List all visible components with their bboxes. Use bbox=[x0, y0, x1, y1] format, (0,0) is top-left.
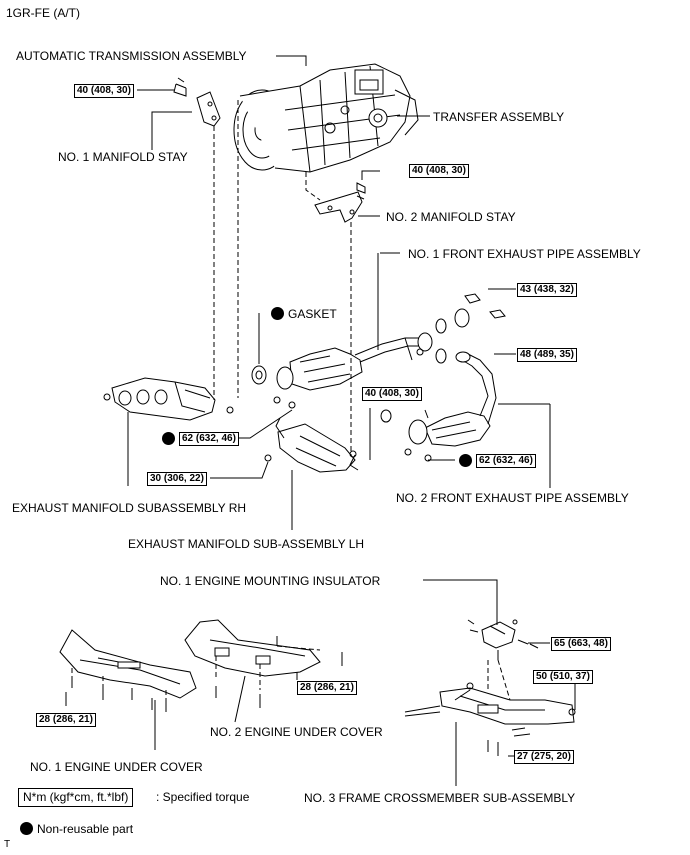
label-frame-crossmember: NO. 3 FRAME CROSSMEMBER SUB-ASSEMBLY bbox=[304, 791, 576, 805]
manifold-stay-2-drawing bbox=[315, 192, 362, 222]
engine-under-cover-2-drawing bbox=[185, 620, 342, 708]
torque-pipe2-upper: 48 (489, 35) bbox=[517, 348, 577, 362]
torque-pipe1: 43 (438, 32) bbox=[517, 283, 577, 297]
label-engine-under-cover-1: NO. 1 ENGINE UNDER COVER bbox=[30, 760, 203, 774]
manifold-stay-1-drawing bbox=[197, 92, 220, 126]
legend-nonreusable-text: Non-reusable part bbox=[37, 822, 134, 836]
nonreusable-dot-manifold-rh bbox=[162, 432, 175, 445]
torque-insulator: 65 (663, 48) bbox=[551, 637, 611, 651]
transmission-assembly-drawing bbox=[234, 64, 418, 172]
legend-torque-unit: N*m (kgf*cm, ft.*lbf) bbox=[18, 788, 134, 807]
label-manifold-stay-1: NO. 1 MANIFOLD STAY bbox=[58, 150, 188, 164]
torque-pipe2-lower: 62 (632, 46) bbox=[476, 454, 536, 468]
front-exhaust-pipe-1-drawing bbox=[277, 333, 432, 390]
leader-lines bbox=[66, 56, 575, 786]
gasket-drawing bbox=[252, 366, 266, 384]
legend-nonreusable-dot bbox=[20, 822, 33, 835]
label-front-exhaust-pipe-1: NO. 1 FRONT EXHAUST PIPE ASSEMBLY bbox=[408, 247, 641, 261]
label-transfer-assembly: TRANSFER ASSEMBLY bbox=[433, 110, 565, 124]
exhaust-manifold-rh-drawing bbox=[104, 378, 233, 420]
page-title: 1GR-FE (A/T) bbox=[6, 6, 80, 20]
torque-crossmember-lower: 27 (275, 20) bbox=[514, 750, 574, 764]
label-engine-mounting-insulator: NO. 1 ENGINE MOUNTING INSULATOR bbox=[160, 574, 381, 588]
label-engine-under-cover-2: NO. 2 ENGINE UNDER COVER bbox=[210, 725, 383, 739]
torque-cover1: 28 (286, 21) bbox=[36, 713, 96, 727]
exhaust-manifold-lh-drawing bbox=[265, 397, 358, 472]
torque-manifold-rh: 62 (632, 46) bbox=[179, 432, 239, 446]
label-exhaust-manifold-lh: EXHAUST MANIFOLD SUB-ASSEMBLY LH bbox=[128, 537, 365, 551]
label-front-exhaust-pipe-2: NO. 2 FRONT EXHAUST PIPE ASSEMBLY bbox=[396, 491, 629, 505]
legend-torque-text: : Specified torque bbox=[156, 790, 250, 804]
label-exhaust-manifold-rh: EXHAUST MANIFOLD SUBASSEMBLY RH bbox=[12, 501, 247, 515]
torque-manifold-lh: 30 (306, 22) bbox=[147, 472, 207, 486]
frame-crossmember-drawing bbox=[405, 683, 575, 756]
alignment-lines bbox=[72, 100, 510, 700]
nonreusable-dot-pipe2 bbox=[459, 454, 472, 467]
torque-cover2: 28 (286, 21) bbox=[297, 681, 357, 695]
engine-under-cover-1-drawing bbox=[60, 630, 196, 712]
label-automatic-transmission: AUTOMATIC TRANSMISSION ASSEMBLY bbox=[16, 49, 247, 63]
front-exhaust-pipe-2-drawing bbox=[409, 352, 496, 446]
label-gasket: GASKET bbox=[288, 307, 337, 321]
torque-manifold-lh-center: 40 (408, 30) bbox=[362, 387, 422, 401]
torque-stay2: 40 (408, 30) bbox=[409, 164, 469, 178]
label-manifold-stay-2: NO. 2 MANIFOLD STAY bbox=[386, 210, 516, 224]
nonreusable-dot-gasket bbox=[271, 307, 284, 320]
footer-code: T bbox=[4, 839, 11, 850]
engine-mounting-insulator-drawing bbox=[468, 620, 538, 660]
torque-stay1: 40 (408, 30) bbox=[74, 84, 134, 98]
torque-crossmember-upper: 50 (510, 37) bbox=[533, 670, 593, 684]
